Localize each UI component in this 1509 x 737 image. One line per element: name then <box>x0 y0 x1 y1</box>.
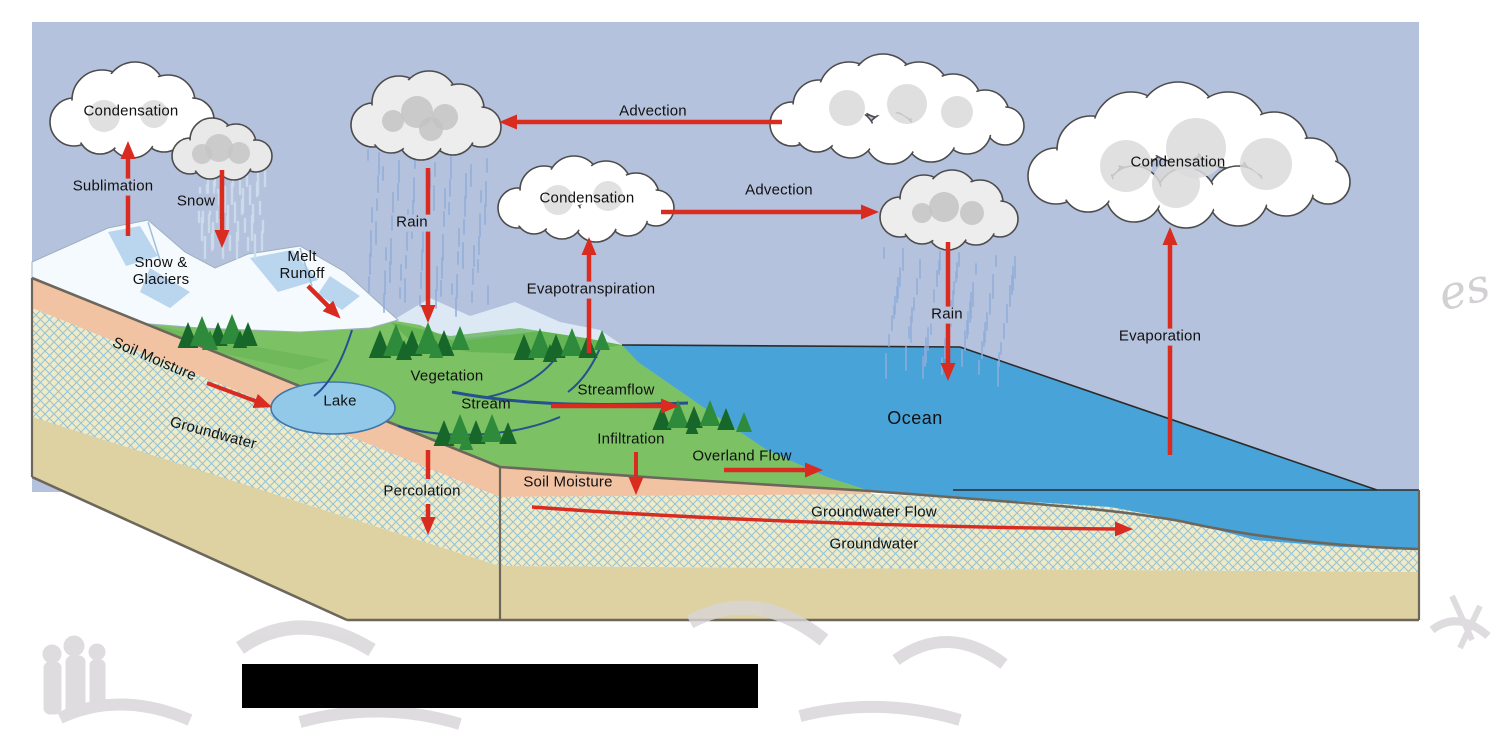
label-percolation: Percolation <box>383 482 461 500</box>
label-rain-right: Rain <box>928 306 966 324</box>
label-groundwater-mid: Groundwater <box>829 535 919 553</box>
label-evaporation: Evaporation <box>1115 328 1205 346</box>
label-infiltration: Infiltration <box>597 430 665 448</box>
label-evapotranspiration: Evapotranspiration <box>523 281 659 299</box>
label-snow: Snow <box>173 193 219 211</box>
label-stream: Stream <box>461 395 511 413</box>
label-rain-left: Rain <box>393 214 431 232</box>
label-snow-glaciers: Snow & Glaciers <box>132 254 190 288</box>
label-soil-moisture-mid: Soil Moisture <box>523 473 613 491</box>
label-condensation-right: Condensation <box>1130 153 1226 171</box>
label-sublimation: Sublimation <box>69 178 157 196</box>
label-overland-flow: Overland Flow <box>692 447 792 465</box>
label-streamflow: Streamflow <box>577 381 655 399</box>
label-lake: Lake <box>323 392 357 410</box>
label-ocean: Ocean <box>887 407 943 428</box>
label-groundwater-flow: Groundwater Flow <box>811 503 937 521</box>
label-condensation-mid: Condensation <box>539 189 635 207</box>
label-advection-right: Advection <box>745 181 813 199</box>
label-melt-runoff: Melt Runoff <box>279 248 325 282</box>
label-advection-top: Advection <box>619 102 687 120</box>
redaction-bar <box>242 664 758 708</box>
label-vegetation: Vegetation <box>410 367 484 385</box>
label-condensation-left: Condensation <box>83 102 179 120</box>
